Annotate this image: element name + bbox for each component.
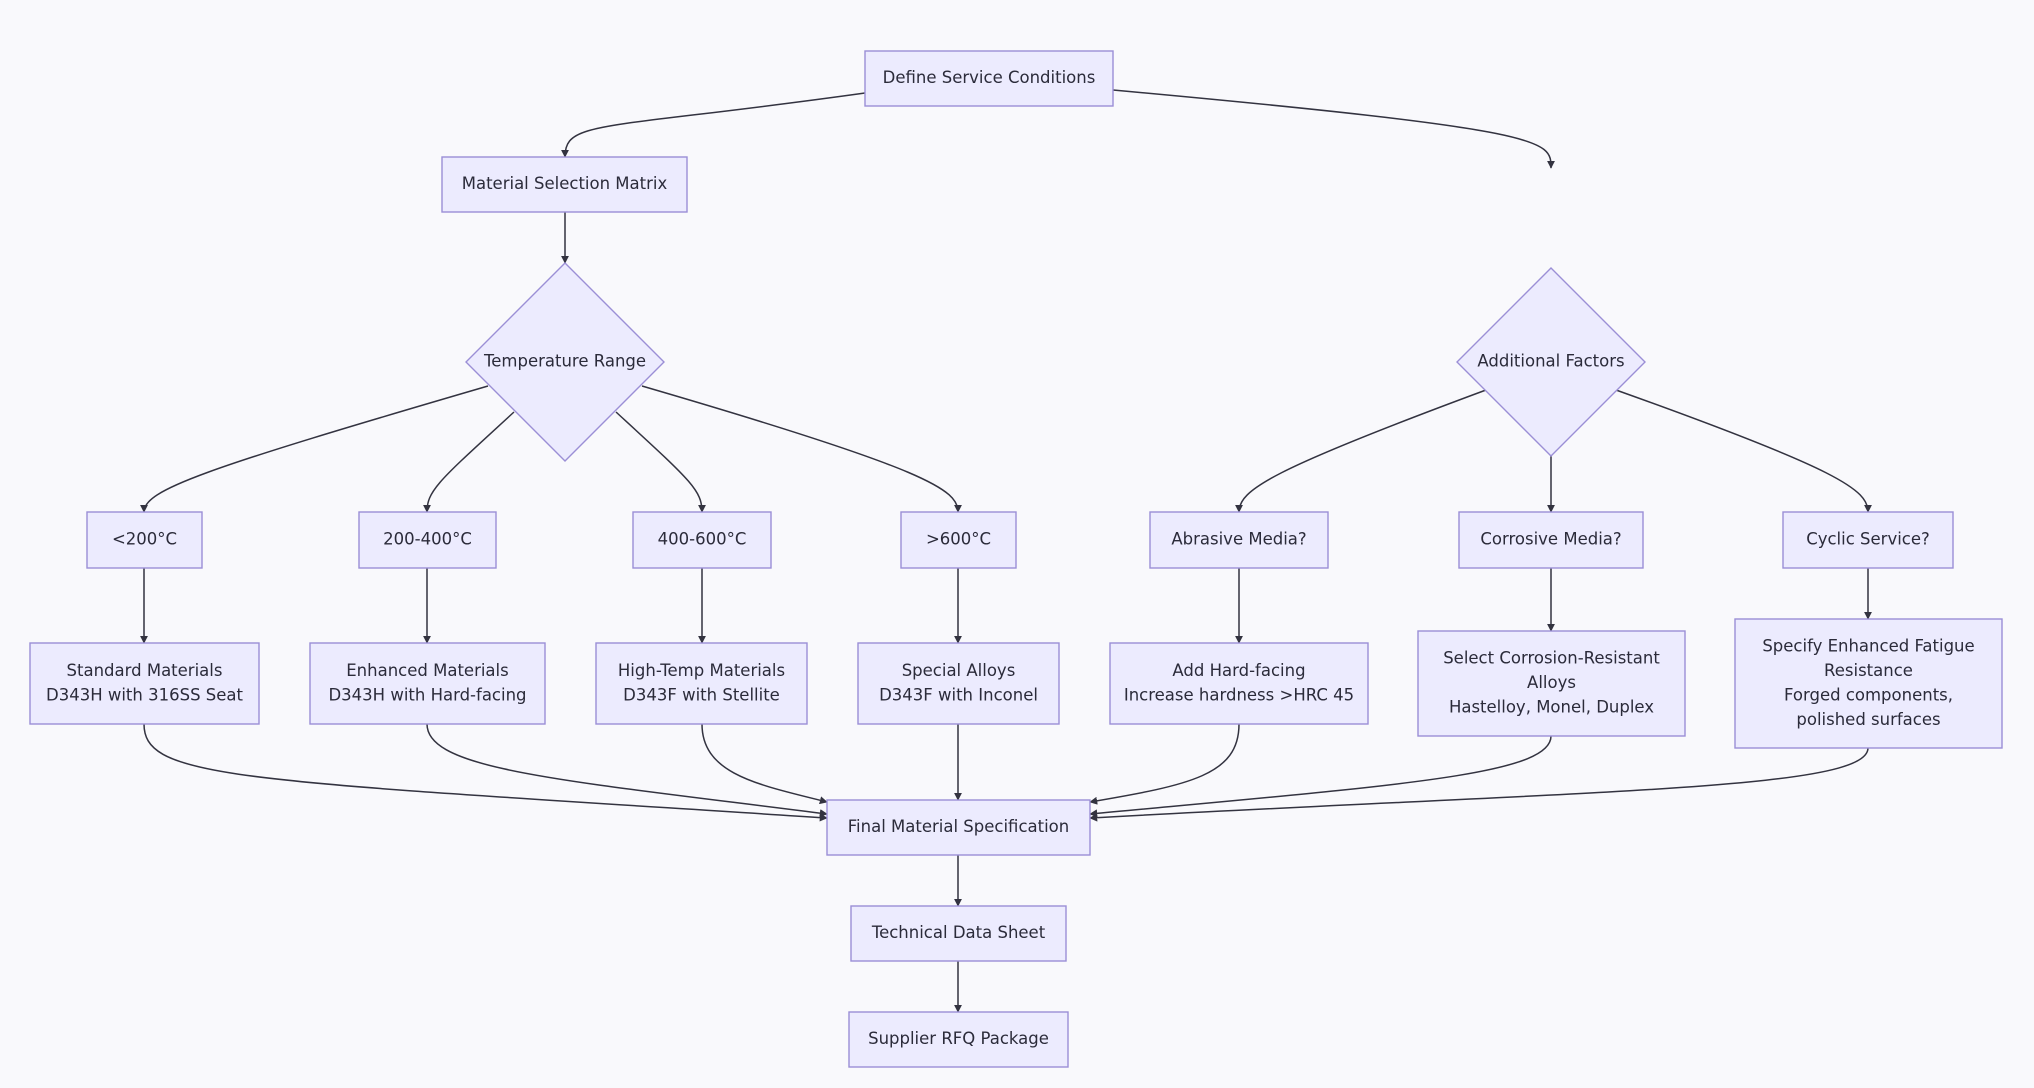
edge-temp-t2 (423, 411, 515, 513)
node-label: D343H with Hard-facing (328, 685, 526, 704)
process-box (848, 1011, 1069, 1068)
node-label: Standard Materials (67, 661, 223, 680)
process-box (900, 511, 1017, 569)
process-box (1417, 630, 1686, 737)
node-label: 200-400°C (383, 530, 472, 549)
node-label: Add Hard-facing (1172, 661, 1305, 680)
node-t4[interactable]: >600°C (900, 511, 1017, 569)
node-label: <200°C (112, 530, 177, 549)
node-t3[interactable]: 400-600°C (632, 511, 772, 569)
edge-temp-t1 (140, 385, 489, 513)
node-addl[interactable]: Additional Factors (1456, 267, 1646, 457)
node-label: Resistance (1824, 661, 1913, 680)
process-box (1734, 618, 2003, 749)
edge-temp-t4 (641, 385, 962, 513)
node-label: Enhanced Materials (346, 661, 508, 680)
node-label: Abrasive Media? (1171, 530, 1306, 549)
node-label: D343F with Inconel (879, 685, 1038, 704)
decision-diamond (465, 262, 665, 462)
edge-temp-t3 (615, 411, 706, 513)
edge-hardf-final (1089, 723, 1240, 805)
node-label: Technical Data Sheet (871, 923, 1046, 942)
edge-addl-abr (1235, 389, 1487, 513)
node-label: Additional Factors (1477, 352, 1624, 371)
node-rfq[interactable]: Supplier RFQ Package (848, 1011, 1069, 1068)
edge-define-matrix (561, 92, 866, 158)
node-label: Supplier RFQ Package (868, 1029, 1049, 1048)
node-cor[interactable]: Corrosive Media? (1458, 511, 1644, 569)
process-box (86, 511, 203, 569)
node-label: Corrosive Media? (1480, 530, 1621, 549)
node-label: Hastelloy, Monel, Duplex (1449, 698, 1654, 717)
edge-ht-final (701, 723, 828, 805)
node-label: >600°C (926, 530, 991, 549)
node-matrix[interactable]: Material Selection Matrix (441, 156, 688, 213)
process-box (826, 799, 1091, 856)
node-label: Alloys (1527, 673, 1576, 692)
node-label: High-Temp Materials (618, 661, 785, 680)
process-box (1782, 511, 1954, 569)
node-abr[interactable]: Abrasive Media? (1149, 511, 1329, 569)
node-label: Material Selection Matrix (462, 174, 668, 193)
node-label: Define Service Conditions (883, 68, 1096, 87)
process-box (632, 511, 772, 569)
node-fat[interactable]: Specify Enhanced FatigueResistanceForged… (1734, 618, 2003, 749)
edge-enh-final (426, 723, 828, 818)
node-cyc[interactable]: Cyclic Service? (1782, 511, 1954, 569)
process-box (595, 642, 808, 725)
node-label: Specify Enhanced Fatigue (1762, 636, 1974, 655)
process-box (864, 50, 1114, 107)
edge-addl-cyc (1615, 389, 1872, 513)
edge-fat-final (1089, 747, 1869, 822)
node-label: Special Alloys (902, 661, 1016, 680)
process-box (441, 156, 688, 213)
node-label: 400-600°C (658, 530, 747, 549)
node-label: polished surfaces (1796, 710, 1940, 729)
node-label: D343F with Stellite (623, 685, 780, 704)
edge-corr-final (1089, 735, 1552, 818)
process-box (29, 642, 260, 725)
process-box (309, 642, 546, 725)
node-corr[interactable]: Select Corrosion-ResistantAlloysHastello… (1417, 630, 1686, 737)
edge-define-addl (1112, 89, 1555, 169)
node-label: Final Material Specification (848, 817, 1070, 836)
process-box (358, 511, 497, 569)
process-box (1109, 642, 1369, 725)
process-box (857, 642, 1060, 725)
decision-diamond (1456, 267, 1646, 457)
node-temp[interactable]: Temperature Range (465, 262, 665, 462)
node-tds[interactable]: Technical Data Sheet (850, 905, 1067, 962)
process-box (850, 905, 1067, 962)
node-t2[interactable]: 200-400°C (358, 511, 497, 569)
node-define[interactable]: Define Service Conditions (864, 50, 1114, 107)
node-label: Cyclic Service? (1806, 530, 1930, 549)
node-final[interactable]: Final Material Specification (826, 799, 1091, 856)
node-label: Increase hardness >HRC 45 (1124, 685, 1354, 704)
node-t1[interactable]: <200°C (86, 511, 203, 569)
node-label: Forged components, (1784, 685, 1953, 704)
process-box (1458, 511, 1644, 569)
node-label: D343H with 316SS Seat (46, 685, 244, 704)
edge-std-final (143, 723, 828, 822)
node-label: Temperature Range (483, 352, 646, 371)
process-box (1149, 511, 1329, 569)
edges-layer (140, 89, 1872, 1013)
node-label: Select Corrosion-Resistant (1443, 649, 1660, 668)
